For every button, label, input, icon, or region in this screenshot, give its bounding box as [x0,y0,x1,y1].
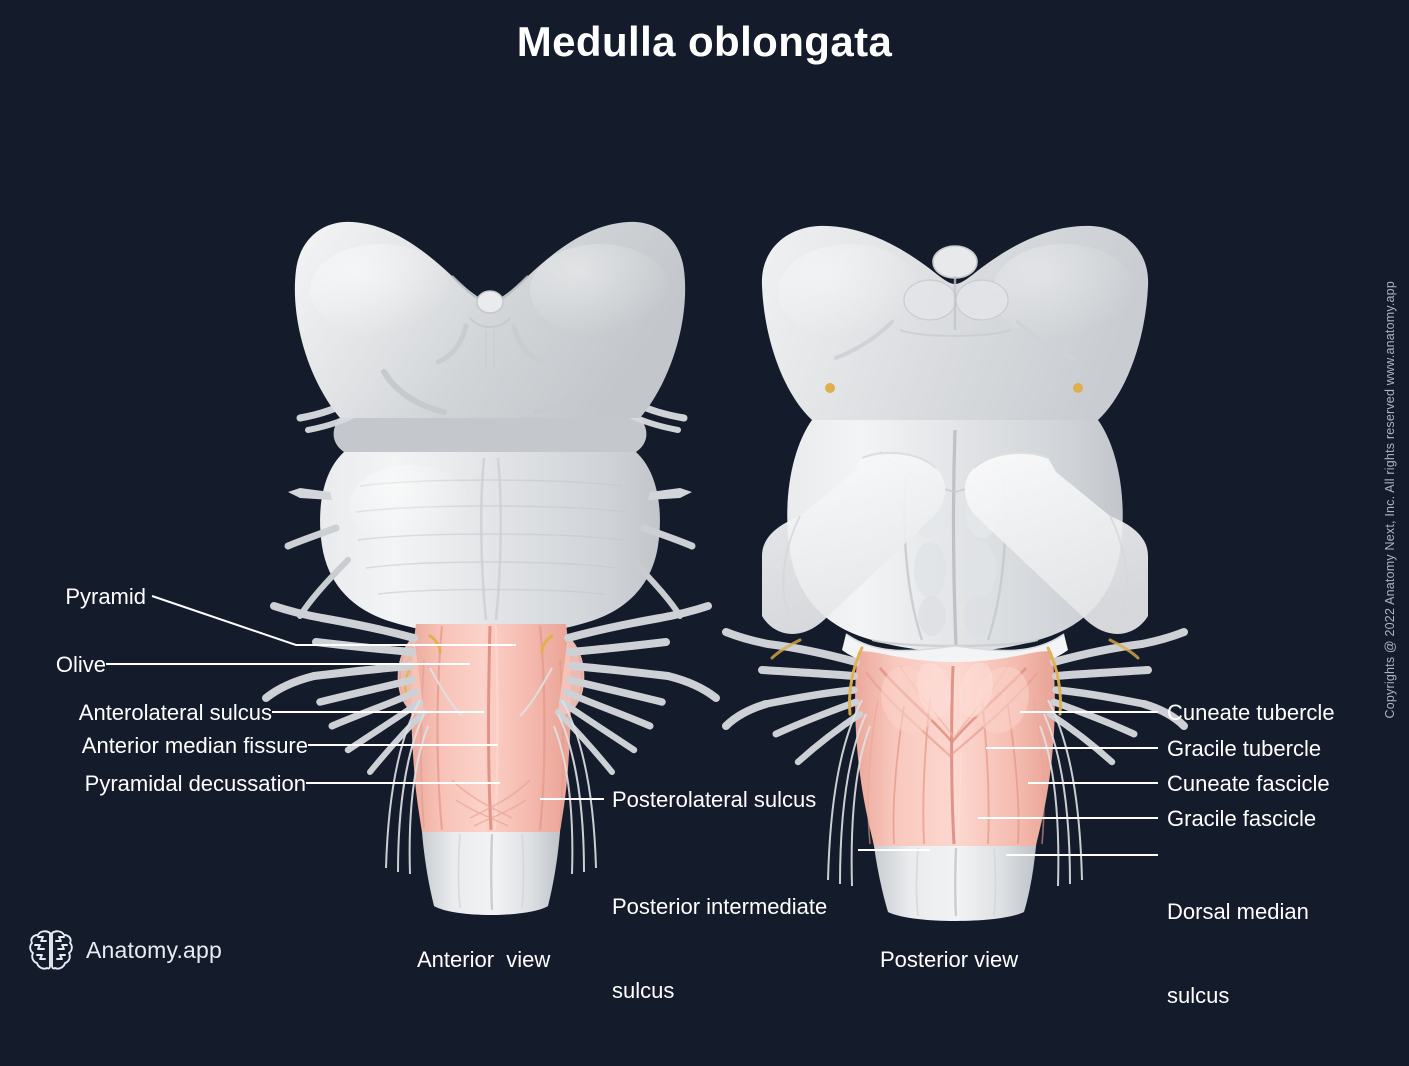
label-posterior-intermediate-sulcus-line2: sulcus [612,978,675,1003]
leader-lines [106,595,1158,856]
label-pyramid: Pyramid [65,584,146,609]
leader-pyramid [151,595,516,646]
medulla-anterior [411,624,571,832]
brand-logo[interactable]: Anatomy.app [28,928,222,972]
anatomy-illustration [106,221,1188,921]
label-dorsal-median-sulcus-line2: sulcus [1167,983,1230,1008]
label-dorsal-median-sulcus: Dorsal median sulcus [1167,842,1309,1066]
label-dorsal-median-sulcus-line1: Dorsal median [1167,899,1309,924]
copyright-text: Copyrights @ 2022 Anatomy Next, Inc. All… [1383,281,1397,719]
caption-posterior-view: Posterior view [880,947,1019,972]
brand-name: Anatomy.app [86,936,223,963]
posterior-brainstem [722,225,1188,921]
label-anterolateral-sulcus: Anterolateral sulcus [78,700,272,725]
label-gracile-tubercle: Gracile tubercle [1167,736,1322,761]
label-posterior-intermediate-sulcus: Posterior intermediate sulcus [612,837,827,1061]
illustration-canvas: Medulla oblongata Pyramid Olive Anterola… [28,0,1407,1008]
anterior-brainstem [262,221,720,915]
cut-cerebellar-peduncle-right [964,452,1148,634]
label-olive: Olive [55,652,106,677]
cut-cerebellar-peduncle-left [762,452,946,634]
label-posterolateral-sulcus: Posterolateral sulcus [612,787,817,812]
copyright-notice: Copyrights @ 2022 Anatomy Next, Inc. All… [1373,0,1407,1000]
label-gracile-fascicle: Gracile fascicle [1167,806,1317,831]
label-cuneate-fascicle: Cuneate fascicle [1167,771,1330,796]
label-pyramidal-decussation: Pyramidal decussation [84,771,306,796]
anterior-lower-rootlets [310,614,672,775]
label-anterior-median-fissure: Anterior median fissure [81,733,308,758]
caption-anterior-view: Anterior view [417,947,551,972]
label-posterior-intermediate-sulcus-line1: Posterior intermediate [612,894,828,919]
page-title: Medulla oblongata [516,18,893,65]
brain-icon [29,930,73,970]
label-cuneate-tubercle: Cuneate tubercle [1167,700,1335,725]
